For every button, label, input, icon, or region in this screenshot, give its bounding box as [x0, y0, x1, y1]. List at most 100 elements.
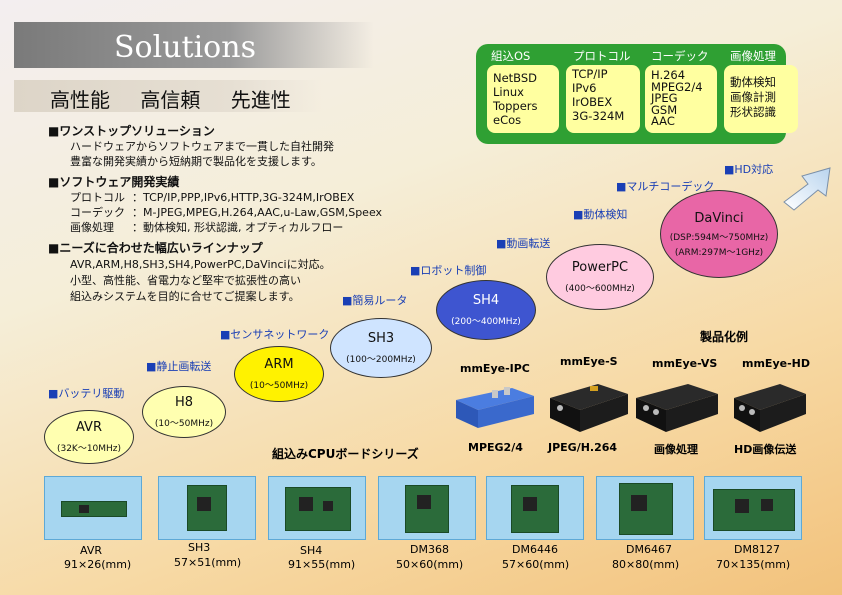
codec-item: JPEG — [651, 91, 678, 105]
product-image-mmeye-vs — [636, 384, 718, 432]
cpu-name: AVR — [76, 420, 102, 435]
board-dimensions: 91×55(mm) — [288, 558, 356, 571]
cpu-sh4: SH4 (200～400MHz) — [436, 280, 536, 340]
codec-item: MPEG2/4 — [651, 79, 703, 94]
product-image-mmeye-ipc — [456, 387, 534, 428]
product-name: mmEye-S — [560, 355, 618, 368]
codec-item: H.264 — [651, 68, 686, 82]
cpu-name: DaVinci — [694, 210, 744, 226]
feature-label: ■HD対応 — [724, 163, 774, 176]
board-dimensions: 50×60(mm) — [396, 558, 464, 571]
os-item: Linux — [493, 85, 524, 99]
image-item: 形状認識 — [730, 105, 776, 119]
os-item: NetBSD — [493, 71, 538, 85]
cpu-frequency: (200～400MHz) — [451, 317, 521, 327]
board-image-dm368 — [378, 476, 476, 540]
column-header-image: 画像処理 — [730, 49, 776, 63]
os-list: NetBSD Linux Toppers eCos — [487, 65, 559, 133]
board-dimensions: 57×60(mm) — [502, 558, 570, 571]
codec-list: H.264 MPEG2/4 JPEG GSM AAC — [645, 65, 717, 133]
subtitle-banner — [14, 80, 324, 112]
board-image-avr — [44, 476, 142, 540]
section-heading-lineup: ■ニーズに合わせた幅広いラインナップ — [48, 241, 263, 255]
image-processing-list: 動体検知 画像計測 形状認識 — [724, 65, 798, 133]
page-subtitle: 高性能 高信頼 先進性 — [50, 88, 291, 112]
board-name: DM8127 — [734, 543, 780, 556]
page-title: Solutions — [114, 30, 256, 65]
feature-label: ■マルチコーデック — [616, 180, 715, 193]
cpu-avr: AVR (32K～10MHz) — [44, 410, 134, 464]
board-image-sh3 — [158, 476, 256, 540]
cpu-name: ARM — [264, 357, 294, 372]
cpu-frequency: (10～50MHz) — [249, 381, 309, 391]
product-image-mmeye-hd — [734, 384, 806, 432]
product-image-mmeye-s — [550, 384, 628, 432]
arrow-up-right-icon — [783, 167, 831, 211]
codec-item: AAC — [651, 114, 675, 128]
cpu-frequency: (10～50MHz) — [154, 419, 214, 429]
board-image-dm6446 — [486, 476, 584, 540]
cpu-frequency: (ARM:297M～1GHz) — [674, 247, 764, 258]
section-text: AVR,ARM,H8,SH3,SH4,PowerPC,DaVinciに対応。 — [70, 258, 331, 271]
feature-label: ■静止画転送 — [146, 360, 212, 373]
cpu-frequency: (100～200MHz) — [346, 355, 416, 365]
product-caption: JPEG/H.264 — [548, 441, 618, 454]
image-item: 動体検知 — [730, 75, 776, 89]
cpu-frequency: (DSP:594M～750MHz) — [669, 232, 769, 243]
protocol-item: 3G-324M — [572, 109, 625, 123]
software-row-label: 画像処理 — [70, 221, 114, 234]
board-name: DM6467 — [626, 543, 672, 556]
section-text: ハードウェアからソフトウェアまで一貫した自社開発 — [70, 140, 334, 153]
board-name: DM6446 — [512, 543, 558, 556]
cpu-h8: H8 (10～50MHz) — [142, 386, 226, 438]
os-item: eCos — [493, 113, 522, 127]
software-row-label: コーデック — [70, 206, 125, 219]
image-item: 画像計測 — [730, 90, 776, 104]
board-dimensions: 57×51(mm) — [174, 556, 242, 569]
cpu-name: H8 — [174, 395, 194, 410]
product-caption: MPEG2/4 — [468, 441, 523, 454]
codec-item: GSM — [651, 102, 678, 117]
software-row-value: ：TCP/IP,PPP,IPv6,HTTP,3G-324M,IrOBEX — [132, 191, 355, 204]
protocol-item: IPv6 — [572, 81, 597, 95]
cpu-name: SH4 — [472, 293, 500, 308]
protocol-item: TCP/IP — [572, 67, 608, 81]
column-header-codec: コーデック — [651, 49, 709, 63]
product-caption: HD画像伝送 — [734, 443, 797, 456]
board-name: DM368 — [410, 543, 449, 556]
board-dimensions: 80×80(mm) — [612, 558, 680, 571]
feature-label: ■センサネットワーク — [220, 328, 330, 341]
cpu-davinci: DaVinci (DSP:594M～750MHz) (ARM:297M～1GHz… — [660, 190, 778, 278]
protocol-item: IrOBEX — [572, 95, 613, 109]
board-image-dm8127 — [704, 476, 802, 540]
cpu-frequency: (400～600MHz) — [565, 284, 635, 294]
product-caption: 画像処理 — [654, 443, 698, 456]
column-header-os: 組込OS — [491, 49, 531, 63]
feature-label: ■動画転送 — [496, 237, 551, 250]
feature-label: ■動体検知 — [573, 208, 628, 221]
product-name: mmEye-IPC — [460, 362, 530, 375]
cpu-arm: ARM (10～50MHz) — [234, 346, 324, 402]
section-heading-one-stop: ■ワンストップソリューション — [48, 124, 215, 138]
cpu-powerpc: PowerPC (400～600MHz) — [546, 244, 654, 310]
feature-label: ■バッテリ駆動 — [48, 387, 125, 400]
product-name: mmEye-VS — [652, 357, 718, 370]
software-row-value: ：動体検知, 形状認識, オプティカルフロー — [132, 221, 344, 234]
product-name: mmEye-HD — [742, 357, 810, 370]
board-dimensions: 91×26(mm) — [64, 558, 132, 571]
board-image-dm6467 — [596, 476, 694, 540]
board-name: SH4 — [300, 544, 323, 557]
os-item: Toppers — [493, 99, 538, 113]
section-text: 組込みシステムを目的に合せてご提案します。 — [70, 290, 300, 303]
cpu-name: SH3 — [367, 331, 395, 346]
board-image-sh4 — [268, 476, 366, 540]
column-header-protocol: プロトコル — [573, 49, 631, 63]
cpu-name: PowerPC — [571, 260, 629, 275]
section-text: 豊富な開発実績から短納期で製品化を支援します。 — [70, 155, 322, 168]
software-row-value: ：M-JPEG,MPEG,H.264,AAC,u-Law,GSM,Speex — [132, 206, 383, 219]
software-row-label: プロトコル — [70, 191, 125, 204]
feature-label: ■ロボット制御 — [410, 264, 487, 277]
section-text: 小型、高性能、省電力など堅牢で拡張性の高い — [70, 274, 301, 287]
board-name: AVR — [80, 544, 102, 557]
section-heading-software: ■ソフトウェア開発実績 — [48, 175, 180, 189]
